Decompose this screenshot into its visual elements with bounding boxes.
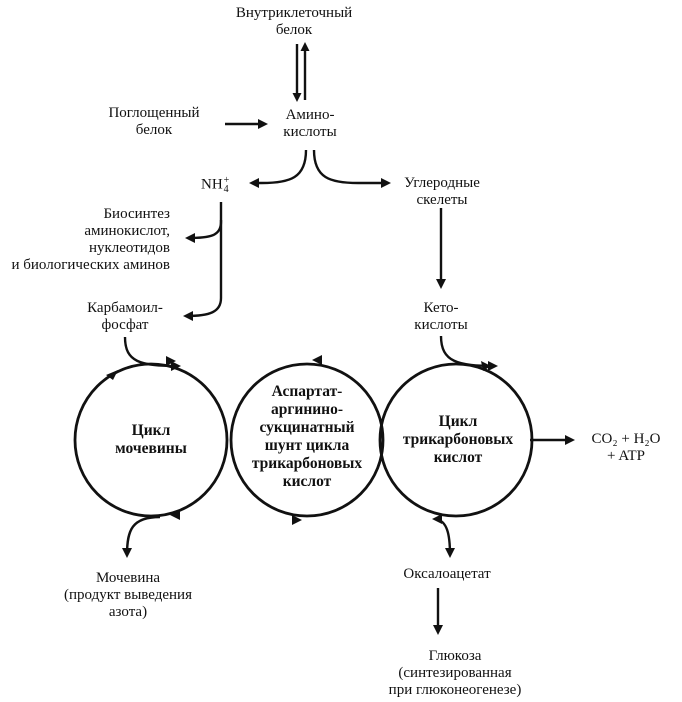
urea-cycle-circle: [73, 362, 229, 518]
label-intracellular-protein: Внутриклеточный белок: [235, 5, 353, 38]
label-biosynthesis: Биосинтез аминокислот, нуклеотидов и био…: [11, 206, 171, 273]
urea-cycle-dir-bottom: [170, 510, 180, 520]
arrow-nh4-to-biosynthesis: [185, 202, 223, 243]
arrow-urea-cycle-to-urea: [122, 515, 161, 558]
label-urea-cycle: Цикл мочевины: [115, 422, 187, 457]
label-urea: Мочевина (продукт выведения азота): [64, 570, 192, 620]
tca-dir-bottom: [432, 514, 442, 524]
label-amino-acids: Амино- кислоты: [283, 107, 337, 140]
shunt-dir-top: [312, 355, 322, 365]
label-keto-acids: Кето- кислоты: [414, 300, 468, 333]
shunt-dir-bottom: [292, 515, 302, 525]
label-glucose: Глюкоза (синтезированная при глюконеоген…: [388, 648, 522, 698]
label-aspartate-shunt: Аспартат- аргинино- сукцинатный шунт цик…: [251, 383, 363, 490]
tca-cycle-circle: [378, 362, 534, 518]
tca-dir-top: [481, 361, 491, 371]
label-carbamoyl-phosphate: Карбамоил- фосфат: [87, 300, 163, 333]
label-oxaloacetate: Оксалоацетат: [403, 566, 491, 582]
arrow-amino-to-carbon: [312, 149, 391, 188]
label-nh4: NH+4: [201, 175, 230, 195]
label-carbon-skeletons: Углеродные скелеты: [404, 175, 480, 208]
arrow-keto-into-tca: [439, 335, 498, 371]
urea-cycle-dir-left: [106, 370, 118, 380]
aspartate-shunt-circle: [229, 362, 385, 518]
label-tca-cycle: Цикл трикарбоновых кислот: [402, 413, 514, 466]
arrow-nh4-to-carbamoyl: [183, 220, 223, 321]
arrow-amino-to-nh4: [249, 149, 308, 188]
label-co2-h2o-atp: CO₂ + H₂O + ATP: [591, 431, 661, 464]
arrow-tca-to-oxaloacetate: [435, 517, 455, 558]
label-absorbed-protein: Поглощенный белок: [108, 105, 200, 138]
urea-cycle-dir-top: [166, 356, 176, 366]
